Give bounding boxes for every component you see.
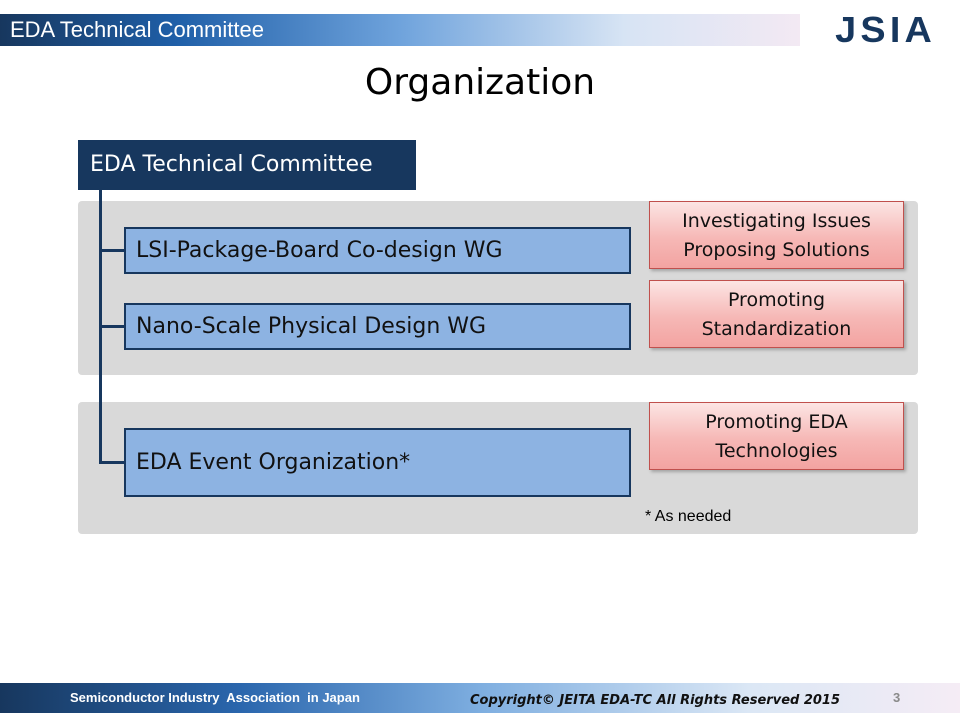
role-box-standardization: Promoting Standardization xyxy=(649,280,904,348)
footer-copyright: Copyright© JEITA EDA-TC All Rights Reser… xyxy=(470,693,841,708)
connector-branch-1 xyxy=(99,249,126,252)
connector-branch-3 xyxy=(99,461,126,464)
page-title: Organization xyxy=(364,62,596,103)
role-line: Investigating Issues xyxy=(682,210,871,232)
wg-box-nano-scale: Nano-Scale Physical Design WG xyxy=(124,303,631,350)
connector-branch-2 xyxy=(99,325,126,328)
wg-box-lsi-package-board: LSI-Package-Board Co-design WG xyxy=(124,227,631,274)
role-box-eda-technologies: Promoting EDA Technologies xyxy=(649,402,904,470)
role-line: Promoting EDA xyxy=(705,411,848,433)
footer-bar xyxy=(0,683,960,713)
wg-box-event-organization: EDA Event Organization* xyxy=(124,428,631,497)
role-box-investigating: Investigating Issues Proposing Solutions xyxy=(649,201,904,269)
logo-text: JSIA xyxy=(835,10,936,50)
role-line: Standardization xyxy=(701,318,852,340)
committee-box: EDA Technical Committee xyxy=(78,140,416,190)
header-title: EDA Technical Committee xyxy=(10,17,264,42)
header-bar xyxy=(0,14,800,46)
page-number: 3 xyxy=(893,690,901,705)
as-needed-note: * As needed xyxy=(645,508,732,525)
role-line: Proposing Solutions xyxy=(683,239,870,261)
role-line: Technologies xyxy=(715,440,838,462)
jsia-logo: JSIA xyxy=(835,10,936,50)
footer-org-name: Semiconductor Industry Association in Ja… xyxy=(70,690,360,705)
role-line: Promoting xyxy=(727,289,826,311)
